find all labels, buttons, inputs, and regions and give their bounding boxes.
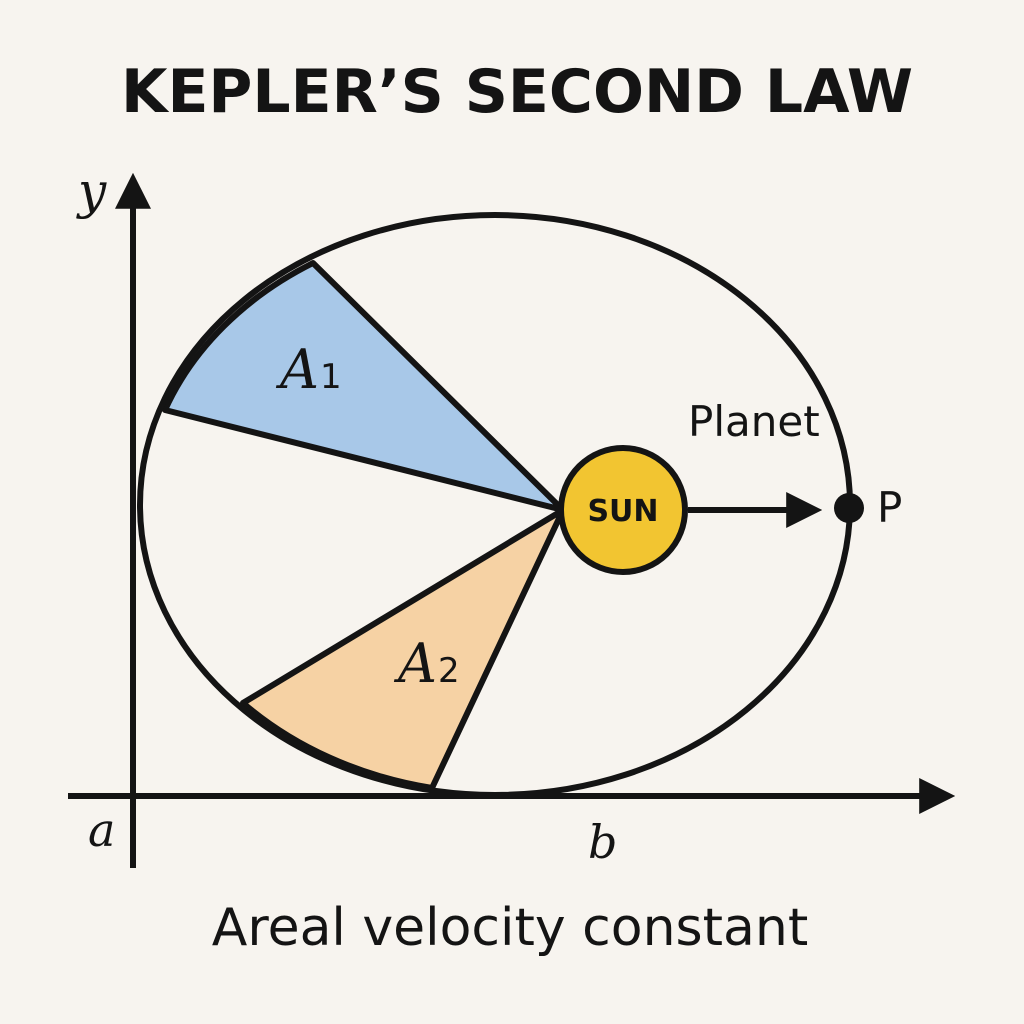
area-a2-symbol: A [393, 632, 437, 695]
diagram-title: KEPLER’S SECOND LAW [121, 57, 913, 127]
planet-point [834, 493, 864, 523]
area-a1-symbol: A [275, 338, 319, 401]
diagram-caption: Areal velocity constant [212, 898, 808, 958]
area-a1-subscript: 1 [320, 357, 342, 397]
point-label: P [877, 483, 902, 532]
origin-label: a [88, 803, 115, 857]
planet-label: Planet [688, 397, 820, 446]
area-a2-subscript: 2 [438, 651, 460, 691]
area-a1-label: A1 [275, 338, 342, 401]
sun [558, 445, 688, 575]
sun-label: SUN [587, 494, 658, 529]
x-axis-label: b [588, 815, 617, 869]
y-axis-label: y [76, 162, 107, 220]
sector-a1 [162, 260, 566, 513]
area-a2-label: A2 [393, 632, 460, 695]
